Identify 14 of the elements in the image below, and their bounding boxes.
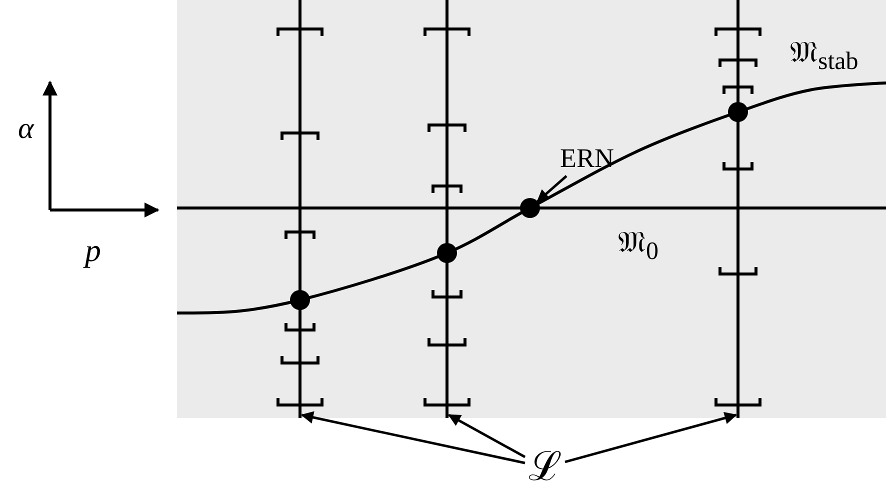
callout-text: ERN: [559, 142, 615, 175]
math-label: p: [85, 234, 101, 266]
vertical-line: [276, 0, 324, 418]
vertical-line: [714, 0, 762, 418]
arrow: [300, 411, 526, 464]
math-label: α: [18, 114, 34, 144]
arrow: [448, 414, 526, 458]
arrow: [564, 412, 738, 464]
callout-text: ℒ: [528, 443, 562, 491]
math-label: 𝔐$_{0}$: [618, 228, 658, 264]
math-label: 𝔐$_{stab}$: [790, 38, 858, 74]
arrow: [536, 175, 568, 202]
point-marker: [520, 198, 540, 218]
vertical-line: [424, 0, 470, 418]
